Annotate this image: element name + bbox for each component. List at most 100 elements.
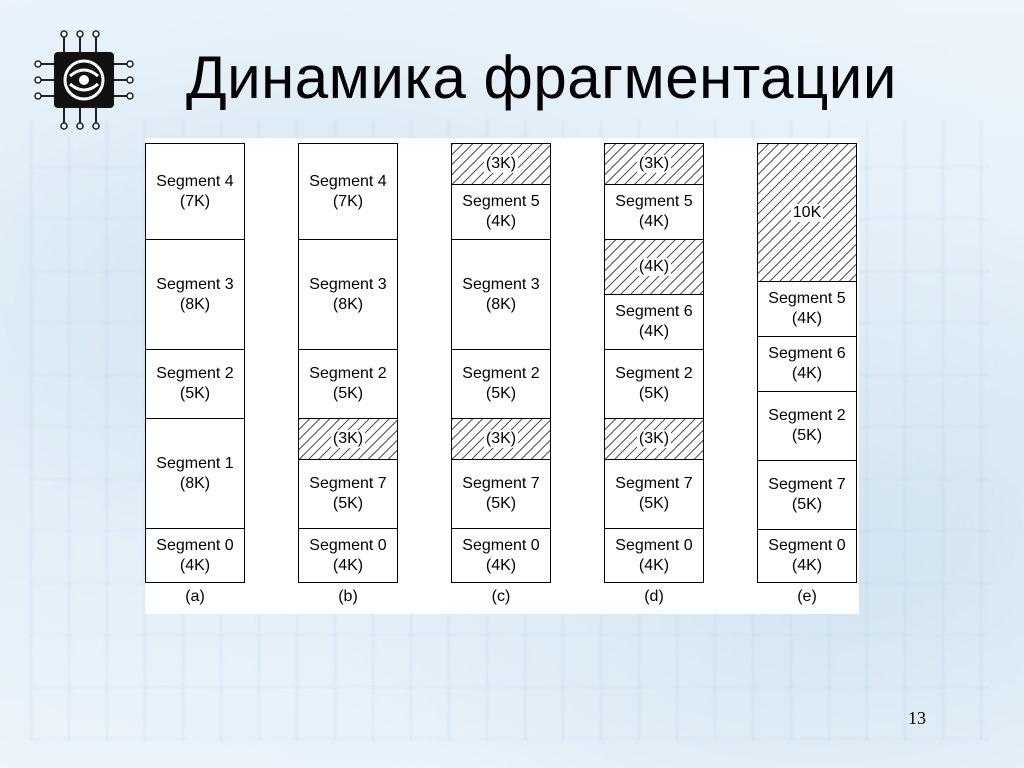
segment-size-label: (7K) [179, 192, 211, 210]
page-number: 13 [908, 708, 926, 728]
memory-column: (3K)Segment 5(4K)(4K)Segment 6(4K)Segmen… [604, 143, 704, 583]
segment-block: Segment 0 (4K) [298, 528, 398, 583]
segment-size-label: (5K) [485, 385, 517, 403]
hole-size-label: (3K) [483, 430, 519, 449]
segment-block: Segment 2(5K) [604, 349, 704, 420]
segment-name-label: Segment 5 [462, 193, 540, 211]
hole-size-label: (3K) [636, 430, 672, 449]
chip-logo-icon [34, 30, 134, 130]
segment-name-label: Segment 3 [156, 275, 234, 293]
segment-size-label: (8K) [179, 474, 211, 492]
segment-name-label: Segment 0 [768, 537, 846, 554]
segment-name-label: Segment 3 [309, 275, 387, 293]
segment-name-label: Segment 2 [156, 365, 234, 383]
segment-name-label: Segment 1 [156, 454, 234, 472]
segment-size-label: (4K) [485, 556, 517, 574]
segment-block: Segment 5 (4K) [757, 281, 857, 338]
hole-size-label: 10K [790, 203, 824, 222]
segment-size-label: (4K) [638, 556, 670, 574]
segment-name-label: Segment 0 [462, 536, 540, 554]
segment-block: Segment 7 (5K) [298, 459, 398, 530]
segment-name-label: Segment 5 [615, 193, 693, 211]
segment-size-label: (5K) [638, 495, 670, 513]
segment-block: Segment 0 (4K) [604, 528, 704, 583]
segment-block: Segment 7 (5K) [604, 459, 704, 530]
memory-column: 10K Segment 5 (4K) Segment 6 (4K) Segment 2 (5… [757, 143, 857, 583]
hole-size-label: (3K) [636, 155, 672, 174]
column-label: (c) [491, 588, 511, 605]
segment-name-label: Segment 2 [768, 407, 846, 425]
hole-size-label: (4K) [636, 258, 672, 277]
free-hole-block: (4K) [604, 239, 704, 296]
free-hole-block: (3K) [604, 418, 704, 461]
segment-block: Segment 7 (5K) [451, 459, 551, 530]
segment-name-label: Segment 0 [156, 536, 234, 554]
segment-size-label: (7K) [332, 192, 364, 210]
segment-block: Segment 5 (4K) [451, 184, 551, 241]
segment-size-label: (4K) [179, 556, 211, 574]
segment-block: Segment 0 (4K) [451, 528, 551, 583]
segment-block: Segment 1 (8K) [145, 418, 245, 530]
segment-name-label: Segment 3 [462, 275, 540, 293]
segment-block: Segment 2 (5K) [451, 349, 551, 420]
segment-name-label: Segment 2 [615, 365, 693, 383]
segment-size-label: (8K) [179, 295, 211, 313]
segment-block: Segment 4 (7K) [145, 143, 245, 241]
segment-block: Segment 6 (4K) [604, 294, 704, 351]
segment-name-label: Segment 7 [309, 475, 387, 493]
column-label: (d) [644, 588, 664, 605]
memory-column: Segment 4 (7K) Segment 3 (8K) Segment 2 (5K) (… [298, 143, 398, 583]
segment-size-label: (5K) [791, 427, 823, 445]
free-hole-block: 10K [757, 143, 857, 283]
segment-name-label: Segment 4 [309, 172, 387, 190]
column-label: (e) [797, 588, 817, 605]
hole-size-label: (3K) [483, 155, 519, 174]
segment-block: Segment 0 (4K) [145, 528, 245, 583]
memory-column: Segment 4(7K)Segment 3(8K)Segment 2(5K)S… [145, 143, 245, 583]
segment-size-label: (5K) [179, 385, 211, 403]
segment-size-label: (4K) [485, 213, 517, 231]
segment-size-label: (5K) [332, 385, 364, 403]
segment-block: Segment 4 (7K) [298, 143, 398, 241]
segment-size-label: (4K) [791, 557, 823, 574]
segment-name-label: Segment 0 [309, 536, 387, 554]
segment-size-label: (5K) [332, 495, 364, 513]
segment-name-label: Segment 7 [462, 475, 540, 493]
column-label: (a) [185, 588, 205, 605]
segment-name-label: Segment 7 [615, 475, 693, 493]
free-hole-block: (3K) [451, 418, 551, 461]
segment-block: Segment 3 (8K) [451, 239, 551, 351]
segment-name-label: Segment 2 [309, 365, 387, 383]
segment-block: Segment 7(5K) [757, 460, 857, 531]
segment-name-label: Segment 0 [615, 536, 693, 554]
segment-size-label: (4K) [332, 556, 364, 574]
memory-column: (3K) Segment 5 (4K) Segment 3 (8K) Segment 2 (… [451, 143, 551, 583]
segment-block: Segment 2 (5K) [757, 391, 857, 462]
segment-name-label: Segment 5 [768, 290, 846, 308]
segment-block: Segment 3 (8K) [298, 239, 398, 351]
segment-size-label: (5K) [485, 495, 517, 513]
segment-name-label: Segment 6 [615, 303, 693, 321]
segment-block: Segment 5 (4K) [604, 184, 704, 241]
segment-block: Segment 3 (8K) [145, 239, 245, 351]
segment-size-label: (4K) [791, 365, 823, 383]
segment-block: Segment 2 (5K) [145, 349, 245, 420]
segment-name-label: Segment 2 [462, 365, 540, 383]
segment-block: Segment 6 (4K) [757, 336, 857, 393]
segment-size-label: (4K) [638, 323, 670, 341]
segment-size-label: (4K) [638, 213, 670, 231]
segment-size-label: (8K) [332, 295, 364, 313]
slide-title: Динамика фрагментации [186, 44, 897, 111]
segmentation-diagram: Segment 4(7K)Segment 3(8K)Segment 2(5K)S… [145, 138, 859, 614]
segment-block: Segment 2 (5K) [298, 349, 398, 420]
free-hole-block: (3K) [451, 143, 551, 186]
column-label: (b) [338, 588, 358, 605]
segment-name-label: Segment 4 [156, 172, 234, 190]
segment-name-label: Segment 7 [768, 476, 846, 494]
hole-size-label: (3K) [330, 430, 366, 449]
free-hole-block: (3K) [298, 418, 398, 461]
segment-name-label: Segment 6 [768, 345, 846, 363]
free-hole-block: (3K) [604, 143, 704, 186]
segment-size-label: (8K) [485, 295, 517, 313]
segment-size-label: (4K) [791, 310, 823, 328]
